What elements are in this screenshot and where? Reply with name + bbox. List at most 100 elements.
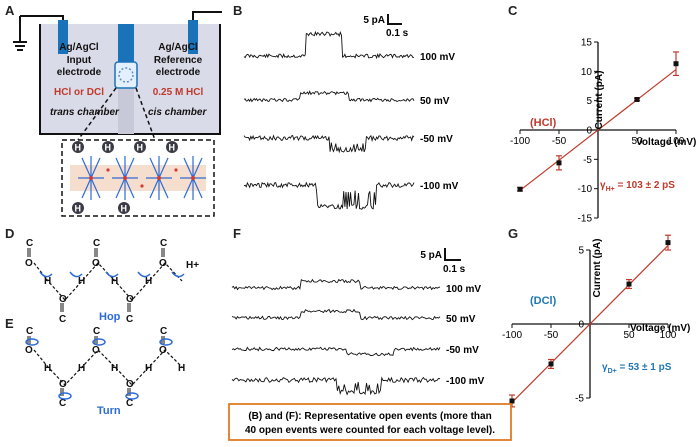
- hop-caption: Hop: [99, 311, 121, 323]
- panel-label-f: F: [233, 226, 241, 241]
- lower-c-o: [60, 388, 131, 396]
- panel-c-points: [517, 51, 679, 192]
- turn-arrows: [25, 338, 173, 400]
- trace-line: [231, 376, 441, 396]
- panel-f-voltage-2: 50 mV: [446, 314, 476, 325]
- x-tick-label: 100: [660, 330, 677, 341]
- panel-label-c: C: [508, 3, 518, 18]
- atom-c: C: [160, 238, 167, 249]
- data-point: [548, 361, 554, 367]
- ion-h: H: [169, 143, 176, 153]
- channel-inset: [70, 156, 206, 200]
- data-point: [634, 96, 640, 102]
- atom-h: H: [111, 276, 118, 287]
- turn-caption: Turn: [97, 405, 121, 417]
- right-electrode-label: Ag/AgCl: [158, 42, 198, 53]
- ion-h: H: [75, 143, 82, 153]
- trans-chamber-label: trans chamber: [50, 107, 120, 118]
- trace-line: [231, 278, 441, 291]
- atom-h: H: [145, 363, 152, 374]
- atom-h: H: [178, 363, 185, 374]
- y-tick-label: -5: [575, 394, 584, 405]
- atom-c: C: [26, 238, 33, 249]
- y-tick-label: 10: [581, 67, 593, 78]
- panel-e-turn-chain: C O C O C O O C O C H H H H H Turn: [25, 326, 185, 417]
- trace-line: [243, 30, 415, 60]
- input-solution-label: HCl or DCl: [54, 87, 104, 98]
- panel-g-ylabel: Current (pA): [592, 239, 603, 298]
- caption-line-1: (B) and (F): Representative open events …: [248, 411, 491, 422]
- panel-b-scale-bar: [387, 14, 402, 25]
- left-wire: [20, 15, 64, 22]
- atom-h: H: [44, 363, 51, 374]
- panel-b-scale-current: 5 pA: [363, 15, 385, 26]
- y-tick-label: 0: [586, 126, 592, 137]
- cis-chamber-label: cis chamber: [148, 107, 207, 118]
- left-electrode-label: Ag/AgCl: [59, 42, 99, 53]
- panel-f-scale-current: 5 pA: [420, 250, 442, 261]
- atom-o: O: [59, 379, 67, 390]
- atom-c: C: [126, 398, 133, 409]
- atom-c: C: [59, 398, 66, 409]
- panel-g-xlabel: Voltage (mV): [630, 323, 690, 334]
- atom-c: C: [26, 326, 33, 337]
- x-tick-label: -50: [544, 330, 559, 341]
- fit-line: [519, 69, 677, 191]
- y-tick-label: -5: [583, 155, 592, 166]
- y-tick-label: 5: [586, 96, 592, 107]
- panel-c-series-label: (HCl): [530, 117, 557, 129]
- right-wire: [192, 11, 222, 22]
- ion-h: H: [105, 143, 112, 153]
- atom-o: O: [25, 258, 33, 269]
- x-tick-label: -50: [552, 136, 567, 147]
- hop-arrows: [39, 271, 185, 278]
- ion-h: H: [137, 143, 144, 153]
- pore-icon: [118, 67, 134, 83]
- atom-h-plus: H+: [186, 260, 199, 271]
- ground-icon: [13, 16, 27, 51]
- reference-solution-label: 0.25 M HCl: [153, 87, 204, 98]
- input-electrode-label-1: Input: [67, 55, 92, 66]
- atom-o: O: [126, 294, 134, 305]
- atom-c: C: [93, 238, 100, 249]
- y-tick-label: 0: [578, 320, 584, 331]
- ion-h: H: [75, 204, 82, 214]
- atom-o: O: [92, 345, 100, 356]
- reference-electrode: [188, 20, 198, 54]
- input-electrode: [58, 20, 68, 54]
- partition-electrode: [118, 24, 134, 64]
- y-tick-label: -10: [578, 184, 593, 195]
- upper-c-o: [27, 248, 165, 257]
- panel-g-points: [509, 234, 671, 408]
- zoom-line-right: [135, 87, 156, 141]
- panel-c-conductance: γH+ = 103 ± 2 pS: [600, 180, 675, 193]
- panel-label-b: B: [233, 3, 242, 18]
- panel-b-voltage-2: 50 mV: [420, 96, 450, 107]
- data-point: [509, 398, 515, 404]
- atom-h: H: [78, 276, 85, 287]
- panel-b-traces: 5 pA 0.1 s 100 mV 50 mV -50 mV -100 mV: [243, 14, 459, 210]
- panel-f-scale-bar: [444, 248, 461, 261]
- panel-b-voltage-3: -50 mV: [420, 134, 453, 145]
- trace-line: [243, 134, 415, 154]
- panel-c-xlabel: Voltage (mV): [636, 137, 696, 148]
- ion-h: H: [121, 204, 128, 214]
- x-tick-label: 100: [668, 136, 685, 147]
- input-electrode-label-2: electrode: [57, 67, 102, 78]
- panel-b-scale-time: 0.1 s: [386, 28, 409, 39]
- panel-f-voltage-1: 100 mV: [446, 284, 481, 295]
- caption-line-2: 40 open events were counted for each vol…: [245, 425, 495, 436]
- trace-line: [231, 308, 441, 321]
- atom-o: O: [59, 294, 67, 305]
- y-tick-label: 15: [581, 38, 593, 49]
- panel-f-voltage-3: -50 mV: [446, 345, 479, 356]
- panel-label-e: E: [5, 316, 14, 331]
- atom-c: C: [59, 314, 66, 325]
- data-point: [673, 61, 679, 67]
- panel-f-trace-group: [231, 278, 441, 396]
- atom-c: C: [160, 326, 167, 337]
